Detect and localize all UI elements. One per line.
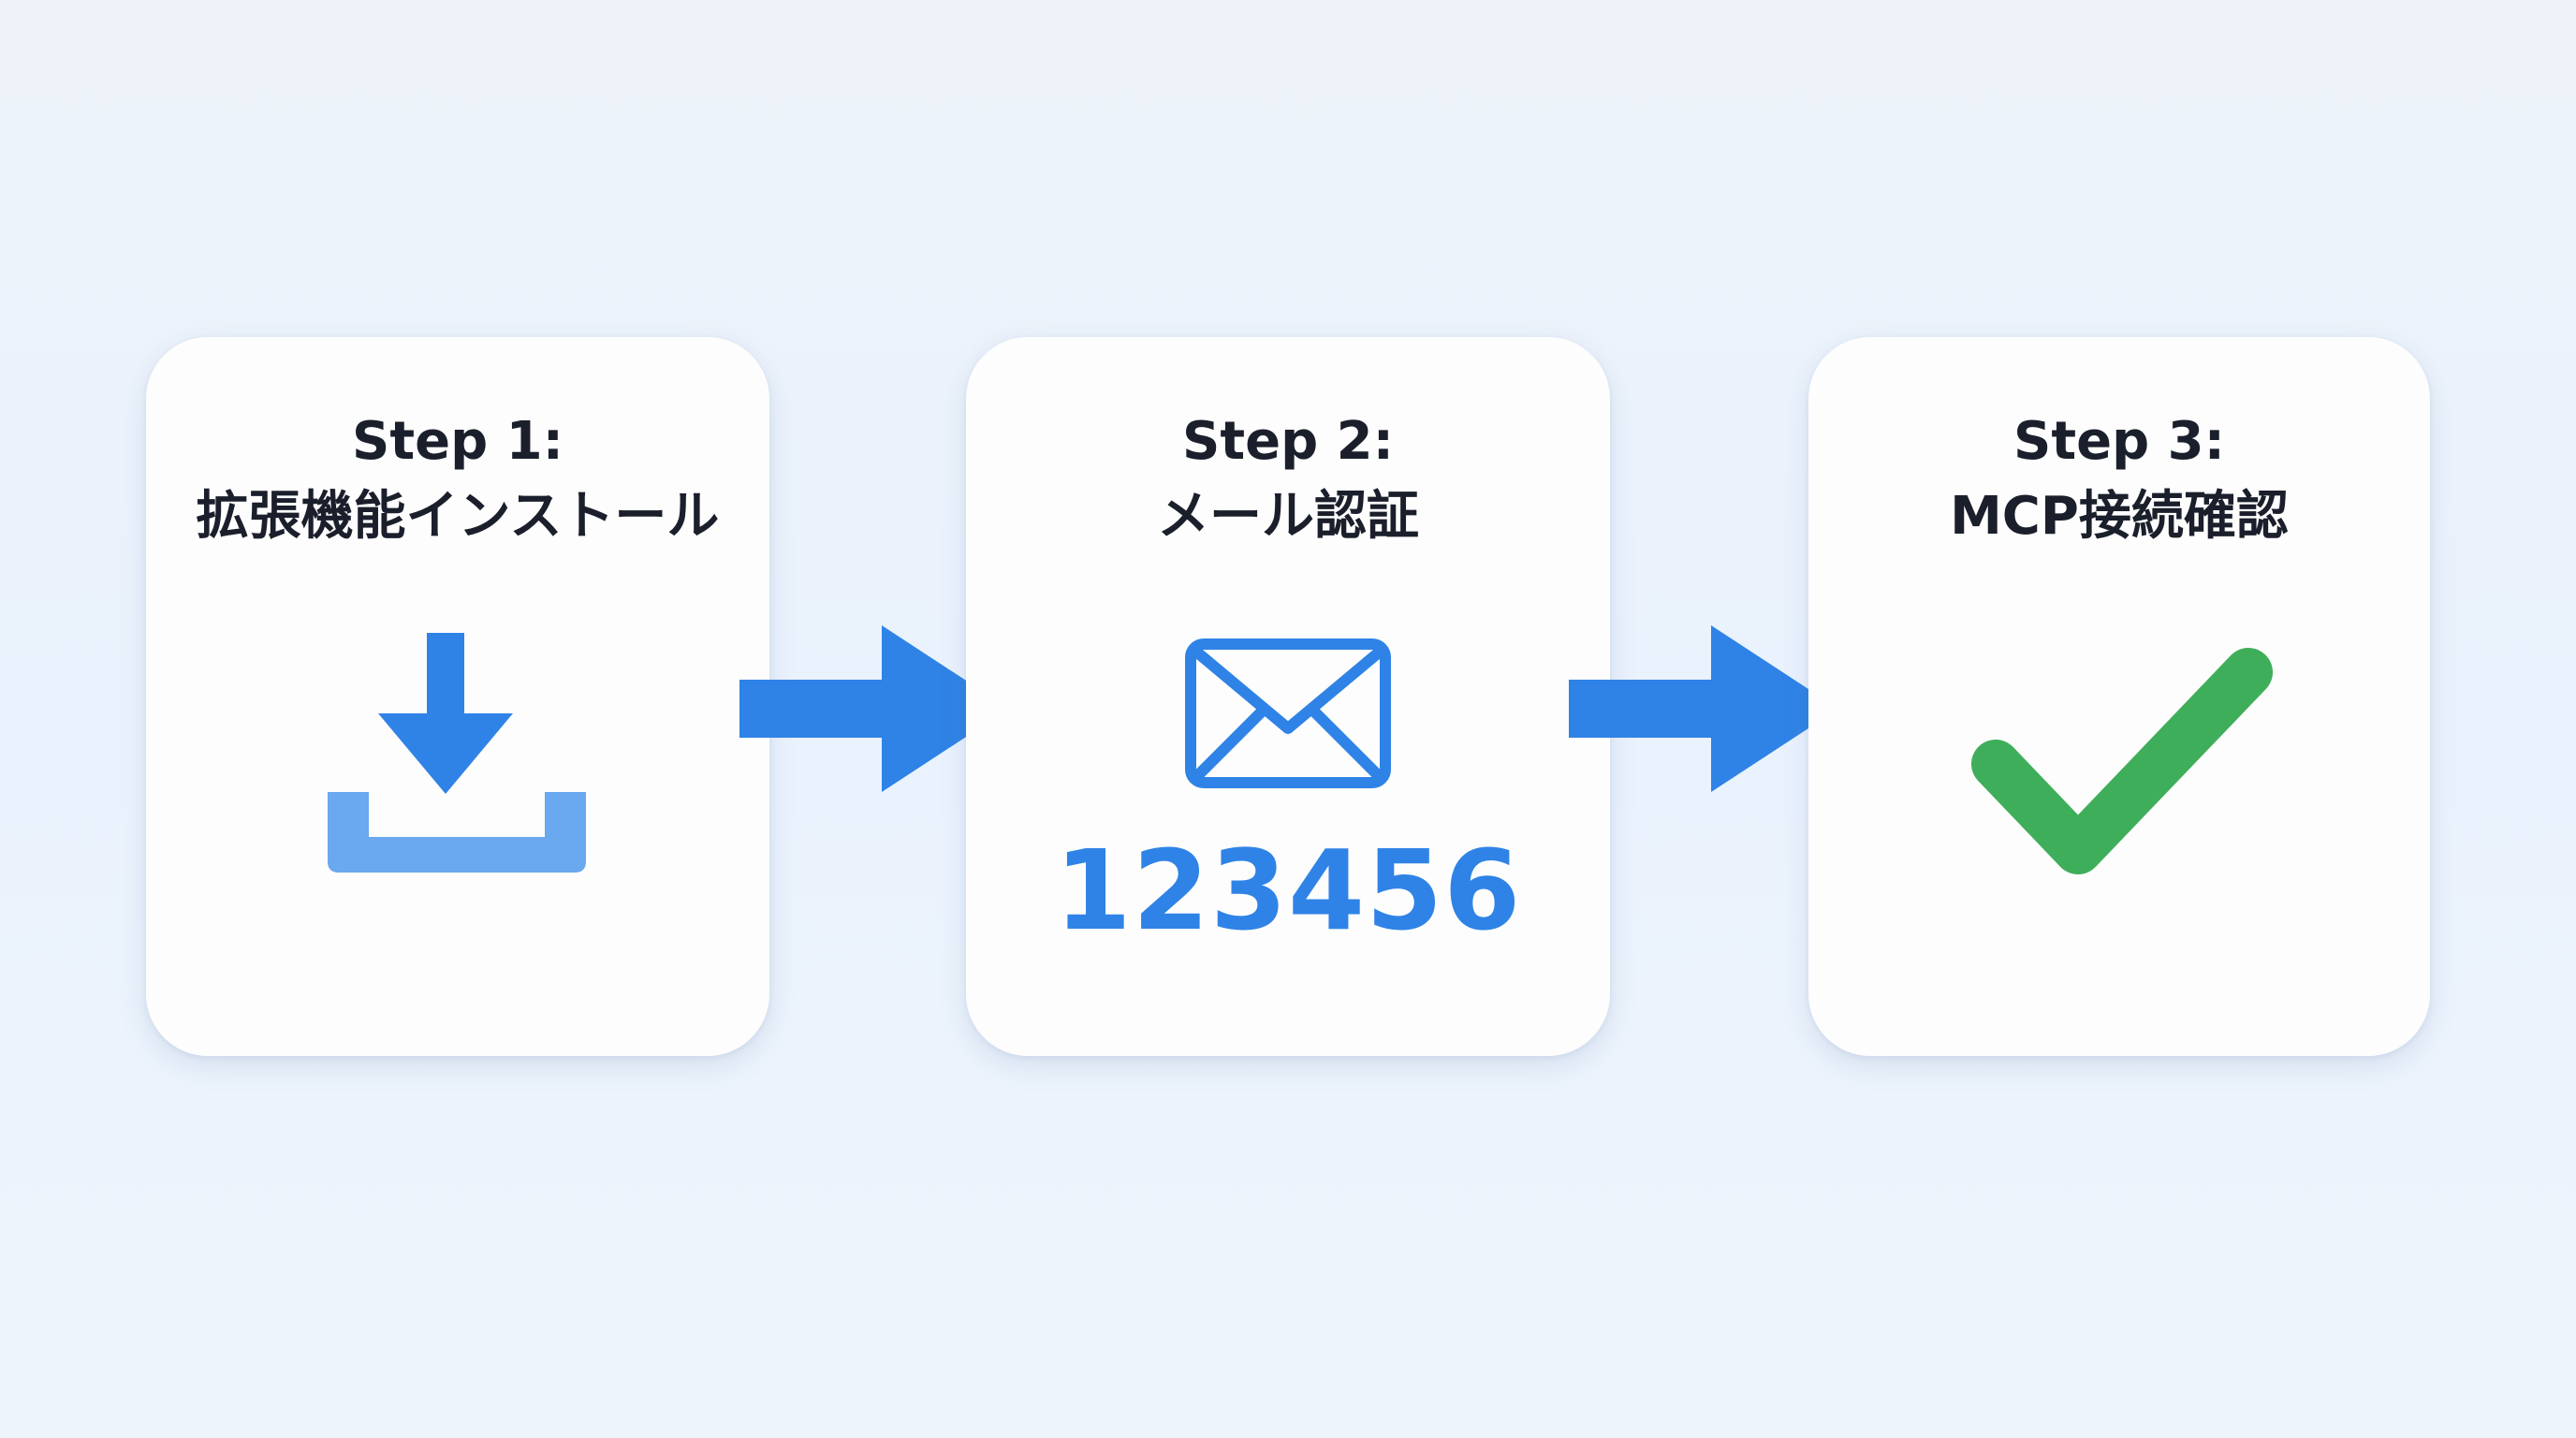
step-3-label: Step 3: (2012, 411, 2226, 472)
step-2-title: メール認証 (1157, 486, 1419, 547)
step-2-heading: Step 2: メール認証 (966, 404, 1610, 554)
step-card-1: Step 1: 拡張機能インストール (146, 337, 769, 1056)
arrow-right-icon (1569, 625, 1838, 792)
step-3-heading: Step 3: MCP接続確認 (1808, 404, 2430, 554)
checkmark-icon (1971, 648, 2273, 874)
step-1-heading: Step 1: 拡張機能インストール (146, 404, 769, 554)
step-card-3: Step 3: MCP接続確認 (1808, 337, 2430, 1056)
envelope-icon (1185, 638, 1391, 788)
arrow-right-icon (739, 625, 1009, 792)
verification-code: 123456 (1054, 826, 1522, 955)
step-card-2: Step 2: メール認証 123456 (966, 337, 1610, 1056)
step-1-label: Step 1: (351, 411, 564, 472)
step-3-title: MCP接続確認 (1950, 486, 2289, 547)
step-2-label: Step 2: (1181, 411, 1395, 472)
download-icon (328, 633, 586, 873)
step-1-title: 拡張機能インストール (196, 486, 720, 547)
